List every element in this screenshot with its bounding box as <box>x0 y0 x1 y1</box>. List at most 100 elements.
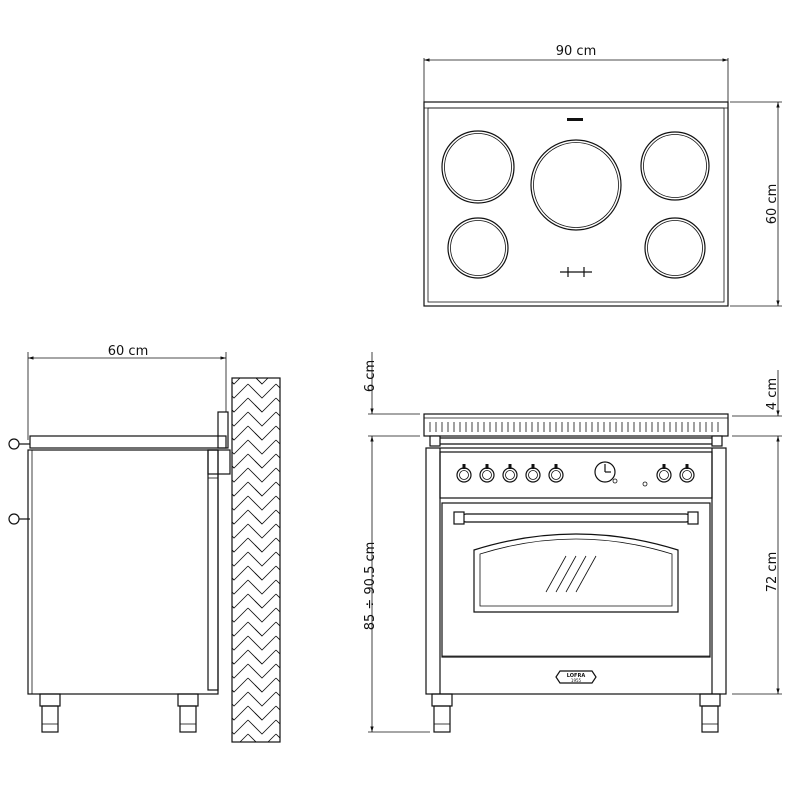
knob-1[interactable] <box>456 464 472 483</box>
brick-stroke <box>232 411 249 427</box>
brick-stroke <box>247 411 277 427</box>
oven-handle-side <box>8 513 30 525</box>
brick-stroke <box>283 489 290 496</box>
brick-stroke <box>283 461 290 468</box>
brick-stroke <box>276 748 304 762</box>
brick-stroke <box>283 601 290 608</box>
brick-stroke <box>232 537 249 553</box>
brick-stroke <box>247 523 277 539</box>
brand-name: LOFRA <box>567 673 586 679</box>
brick-stroke <box>232 425 249 441</box>
brick-stroke <box>247 509 277 525</box>
zone-ring <box>533 142 619 228</box>
brand-year: 1955 <box>571 678 582 683</box>
indicator-light <box>642 481 648 487</box>
oven-door[interactable] <box>441 502 711 658</box>
brick-stroke <box>254 572 263 581</box>
cabinet-body <box>27 449 219 695</box>
brick-stroke <box>254 404 263 413</box>
brick-stroke <box>232 467 249 483</box>
brick-stroke <box>232 383 249 399</box>
brick-stroke <box>232 605 235 609</box>
foot-leg <box>433 705 451 733</box>
knob-4[interactable] <box>525 464 541 483</box>
oven-handle[interactable] <box>453 511 699 525</box>
brick-stroke <box>247 453 277 469</box>
brick-stroke <box>232 453 249 469</box>
brick-stroke <box>247 565 277 581</box>
brick-stroke <box>232 481 249 497</box>
cooktop-height-label: 4 cm <box>765 378 780 410</box>
brick-stroke <box>247 677 277 693</box>
induction-zone-center <box>530 139 622 231</box>
knob-2[interactable] <box>479 464 495 483</box>
foot-leg <box>179 705 197 733</box>
brick-stroke <box>247 719 277 735</box>
brick-stroke <box>254 516 263 525</box>
top-depth-label: 60 cm <box>765 184 780 225</box>
brick-stroke <box>283 545 290 552</box>
top-width-label: 90 cm <box>556 44 597 59</box>
foot-front-side <box>39 693 61 707</box>
induction-zone-front-right <box>644 217 706 279</box>
brick-stroke <box>232 465 235 469</box>
towel-bar <box>429 435 723 447</box>
brick-stroke <box>247 607 277 623</box>
cooktop-outline <box>423 101 729 307</box>
brick-stroke <box>247 439 277 455</box>
brick-stroke <box>254 600 263 609</box>
brick-stroke <box>232 493 235 497</box>
induction-zone-rear-right <box>640 131 710 201</box>
knob-3[interactable] <box>502 464 518 483</box>
vent-slots <box>429 422 719 432</box>
brick-stroke <box>247 481 277 497</box>
brick-stroke <box>220 748 248 762</box>
knob-5[interactable] <box>548 464 564 483</box>
body-height-label: 72 cm <box>765 552 780 593</box>
induction-zone-front-left <box>447 217 509 279</box>
brick-stroke <box>254 460 263 469</box>
brick-stroke <box>232 689 235 693</box>
brick-stroke <box>232 705 249 721</box>
induction-zone-rear-left <box>441 130 515 204</box>
brick-stroke <box>232 495 249 511</box>
brick-stroke <box>232 523 249 539</box>
brick-stroke <box>247 691 277 707</box>
knob-7[interactable] <box>679 464 695 483</box>
brick-stroke <box>247 383 277 399</box>
brick-stroke <box>248 748 276 762</box>
brick-stroke <box>283 377 290 384</box>
total-height-label: 85 ÷ 90.5 cm <box>363 542 378 631</box>
brick-stroke <box>232 579 249 595</box>
brick-stroke <box>232 719 249 735</box>
brick-stroke <box>232 509 249 525</box>
brick-stroke <box>232 381 235 385</box>
zone-ring <box>643 134 707 198</box>
brick-stroke <box>232 633 235 637</box>
brick-stroke <box>247 663 277 679</box>
rear-bracket <box>207 449 231 475</box>
brick-stroke <box>232 635 249 651</box>
brick-stroke <box>232 621 249 637</box>
brick-stroke <box>247 425 277 441</box>
brick-stroke <box>283 685 290 692</box>
range-body <box>425 447 727 695</box>
zone-ring <box>450 220 506 276</box>
brick-stroke <box>232 663 249 679</box>
foot-rear-side <box>177 693 199 707</box>
brick-stroke <box>283 405 290 412</box>
knob-6[interactable] <box>656 464 672 483</box>
logo-mark <box>567 118 583 121</box>
brick-stroke <box>232 607 249 623</box>
brick-stroke <box>247 537 277 553</box>
brick-stroke <box>283 657 290 664</box>
cooktop-glass <box>427 107 725 303</box>
clock-icon[interactable] <box>594 461 618 484</box>
brick-stroke <box>232 661 235 665</box>
brick-stroke <box>247 551 277 567</box>
control-panel <box>439 451 713 499</box>
foot-front-right <box>699 693 721 707</box>
brick-stroke <box>247 495 277 511</box>
brick-stroke <box>232 717 235 721</box>
